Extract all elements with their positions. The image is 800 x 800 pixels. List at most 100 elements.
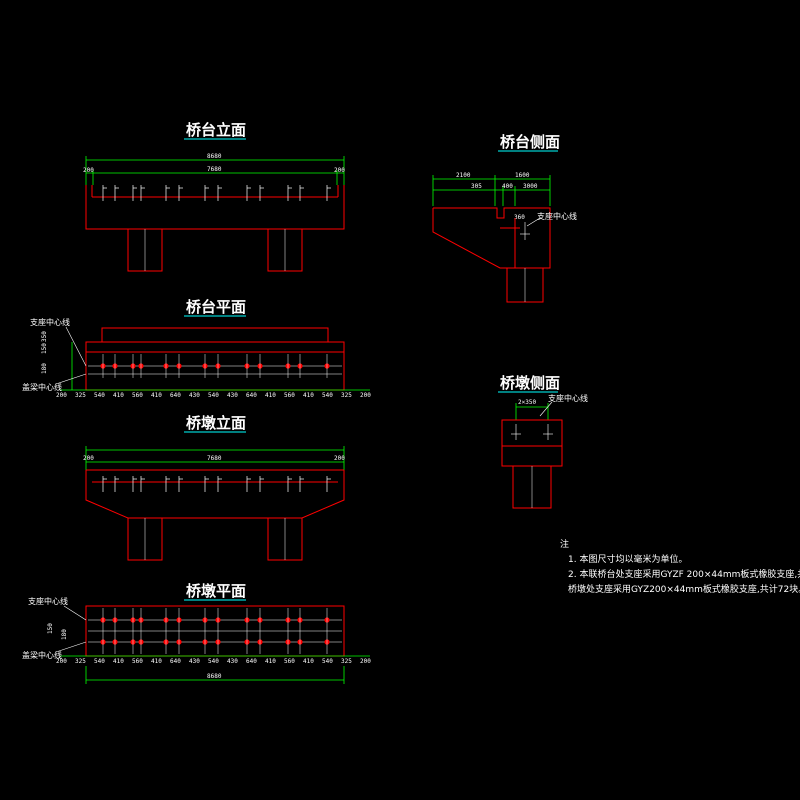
bottom-dim-text: 540 [322, 658, 333, 665]
pier-columns [127, 517, 303, 561]
pier-plan-title: 桥墩平面 [186, 582, 246, 600]
bottom-dim-text: 410 [113, 392, 124, 399]
bearing-plan-markers [100, 354, 330, 378]
note-item-1: 1. 本图尺寸均以毫米为单位。 [568, 553, 687, 565]
bottom-dim-text: 200 [56, 658, 67, 665]
leader-lines [55, 605, 87, 653]
bearing-symbol [520, 217, 541, 240]
bottom-dim-text: 430 [227, 392, 238, 399]
bearing-symbols [511, 424, 553, 440]
pier-elevation-title: 桥墩立面 [186, 414, 246, 432]
dim-a: 305 [471, 183, 482, 190]
bottom-dim-text: 560 [284, 658, 295, 665]
abutment-elevation-view: 桥台立面 8680 200 7680 200 [83, 121, 345, 272]
dim-total: 8680 [207, 673, 222, 680]
bottom-dim-text: 640 [246, 392, 257, 399]
label-bearing-centerline: 支座中心线 [537, 211, 577, 221]
dim-left: 200 [83, 455, 94, 462]
dim-b: 400 [502, 183, 513, 190]
bottom-dim-text: 200 [56, 392, 67, 399]
pier-plan-view: 桥墩平面 200 325 540 410 560 410 640 430 540 430 640 41… [22, 582, 371, 684]
bearing-markers [102, 185, 331, 201]
dimension-lines [60, 655, 370, 684]
dim-mid: 7680 [207, 166, 222, 173]
label-capbeam-centerline: 盖梁中心线 [22, 650, 62, 660]
pier-elevation-view: 桥墩立面 200 7680 200 [83, 414, 345, 561]
bottom-dim-text: 410 [151, 392, 162, 399]
bottom-dimension-texts: 200 325 540 410 560 410 640 430 540 430 640 410 560 4… [56, 658, 371, 665]
notes-heading: 注 [560, 538, 569, 550]
notes-block: 注 1. 本图尺寸均以毫米为单位。 2. 本联桥台处支座采用GYZF 200×4… [560, 538, 800, 595]
bottom-dim-text: 560 [132, 392, 143, 399]
dim-right: 1600 [515, 172, 530, 179]
leader-line [539, 401, 553, 417]
bottom-dim-text: 430 [189, 392, 200, 399]
abutment-plan-title: 桥台平面 [186, 298, 246, 316]
bottom-dim-text: 540 [208, 658, 219, 665]
abutment-elevation-title: 桥台立面 [186, 121, 246, 139]
abutment-columns [127, 228, 303, 272]
note-item-3: 桥墩处支座采用GYZ200×44mm板式橡胶支座,共计72块。 [568, 583, 800, 595]
bottom-dim-text: 325 [75, 392, 86, 399]
bottom-dim-text: 640 [170, 658, 181, 665]
label-bearing-centerline: 支座中心线 [30, 317, 70, 327]
vert-dim-1: 350 [41, 331, 48, 342]
label-capbeam-centerline: 盖梁中心线 [22, 382, 62, 392]
bottom-dim-text: 325 [75, 658, 86, 665]
bottom-dim-text: 410 [265, 392, 276, 399]
dim-c: 3000 [523, 183, 538, 190]
bottom-dim-text: 200 [360, 392, 371, 399]
bottom-dim-text: 540 [208, 392, 219, 399]
vert-dim-2: 150 [41, 343, 48, 354]
bottom-dim-text: 540 [94, 658, 105, 665]
bearing-plan-markers [100, 608, 330, 654]
abutment-side-outline [432, 207, 551, 303]
bottom-dim-text: 410 [151, 658, 162, 665]
bottom-dim-text: 540 [94, 392, 105, 399]
vert-dim-1: 150 [47, 623, 54, 634]
bottom-dim-text: 640 [246, 658, 257, 665]
dimension-lines [85, 446, 345, 470]
label-bearing-centerline: 支座中心线 [548, 393, 588, 403]
bottom-dim-text: 200 [360, 658, 371, 665]
bottom-dim-text: 640 [170, 392, 181, 399]
vert-dim-2: 180 [61, 629, 68, 640]
bottom-dim-text: 325 [341, 658, 352, 665]
bottom-dim-text: 560 [284, 392, 295, 399]
bearing-markers [102, 476, 331, 492]
bottom-dim-text: 430 [227, 658, 238, 665]
dim-d: 360 [514, 214, 525, 221]
dim-mid: 7680 [207, 455, 222, 462]
dim-total: 8680 [207, 153, 222, 160]
dimension-lines [85, 156, 345, 185]
leader-lines [55, 326, 87, 385]
bottom-dim-text: 410 [303, 392, 314, 399]
dim-top: 2×350 [518, 399, 536, 406]
dimension-lines [515, 403, 549, 420]
pier-side-view: 桥墩侧面 2×350 支座中心线 [498, 374, 588, 509]
bottom-dim-text: 410 [265, 658, 276, 665]
abutment-side-view: 桥台侧面 2100 1600 305 400 3000 360 [432, 133, 577, 303]
bottom-dim-text: 325 [341, 392, 352, 399]
dim-right: 200 [334, 455, 345, 462]
bottom-dim-text: 410 [113, 658, 124, 665]
dim-left: 2100 [456, 172, 471, 179]
dim-right: 200 [334, 167, 345, 174]
note-item-2: 2. 本联桥台处支座采用GYZF 200×44mm板式橡胶支座,共计24块, [568, 568, 800, 580]
dimension-lines [60, 342, 370, 391]
bottom-dimension-texts: 200 325 540 410 560 410 640 430 540 430 640 410 560 4… [56, 392, 371, 399]
dimension-lines [432, 175, 551, 206]
pier-side-title: 桥墩侧面 [500, 374, 560, 392]
bottom-dim-text: 560 [132, 658, 143, 665]
vert-dim-3: 180 [41, 363, 48, 374]
abutment-side-title: 桥台侧面 [500, 133, 560, 151]
bottom-dim-text: 540 [322, 392, 333, 399]
bottom-dim-text: 410 [303, 658, 314, 665]
dim-left: 200 [83, 167, 94, 174]
label-bearing-centerline: 支座中心线 [28, 596, 68, 606]
bottom-dim-text: 430 [189, 658, 200, 665]
abutment-plan-view: 桥台平面 200 325 540 410 560 410 640 430 540 430 640 41… [22, 298, 371, 399]
pier-side-outline [501, 419, 563, 509]
